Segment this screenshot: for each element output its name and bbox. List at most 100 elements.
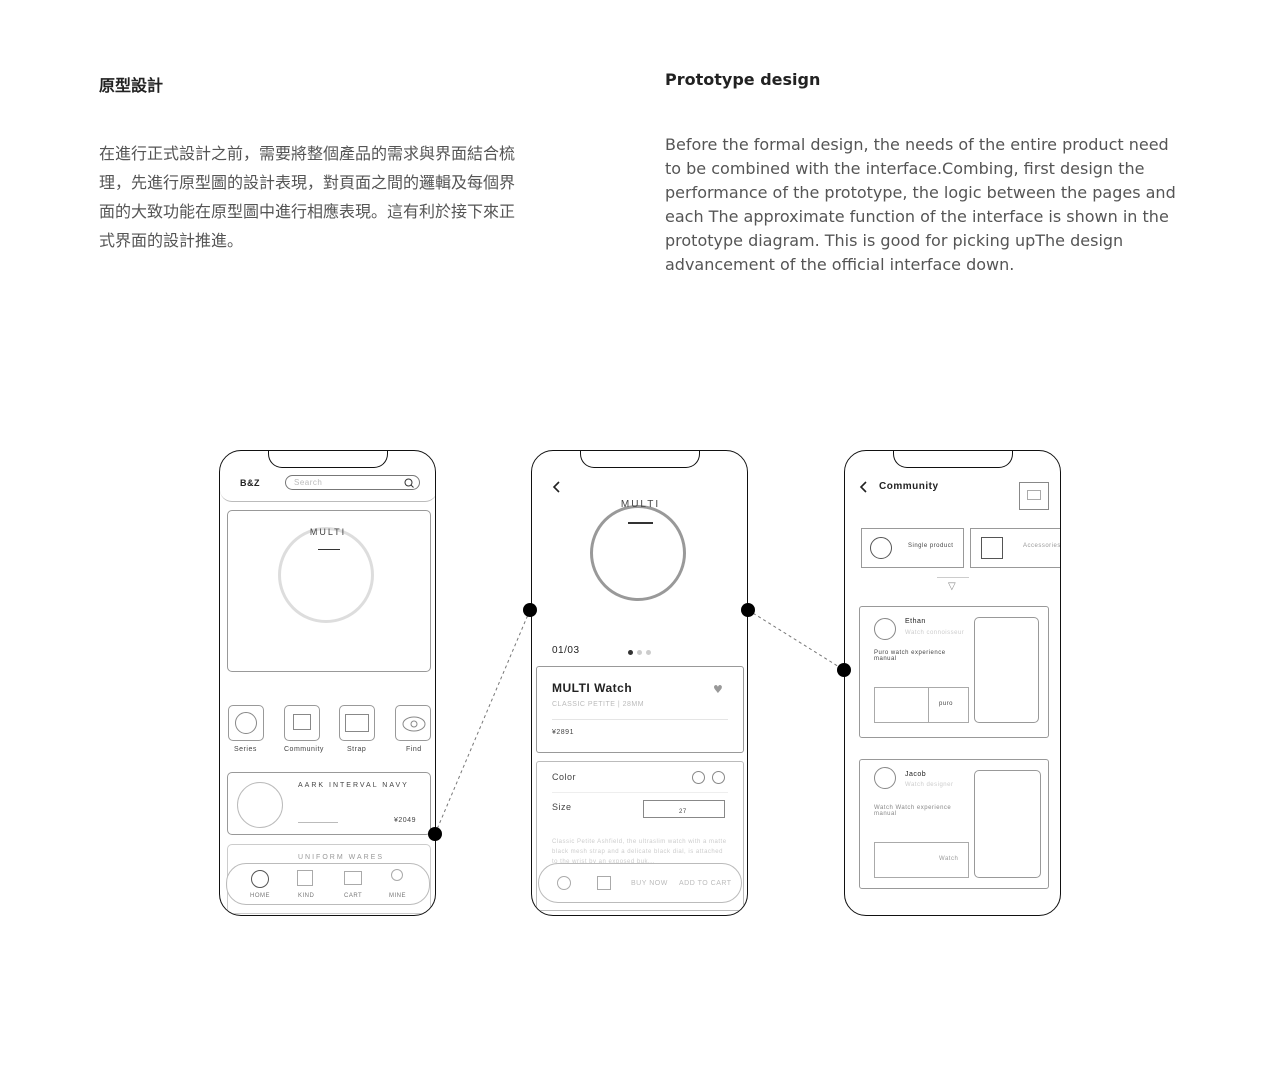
connector-dot xyxy=(837,663,851,677)
tab-label-cart: CART xyxy=(344,893,363,899)
filter-label: Single product xyxy=(908,543,954,549)
search-icon xyxy=(404,478,414,488)
hero-dash xyxy=(628,522,653,524)
divider xyxy=(552,719,728,720)
product-card-1[interactable]: AARK INTERVAL NAVY ¥2049 xyxy=(227,772,431,835)
product-name: MULTI Watch xyxy=(552,681,633,695)
bottom-tab-bar: HOME KIND CART MINE xyxy=(226,863,430,905)
compose-button[interactable] xyxy=(1019,482,1049,510)
author-name: Jacob xyxy=(905,771,927,778)
post-card-1[interactable]: Ethan Watch connoisseur Puro watch exper… xyxy=(859,606,1049,738)
phone-detail-screen: MULTI 01/03 MULTI Watch ♥ CLASSIC PETITE… xyxy=(531,450,748,916)
product-name: UNIFORM WARES xyxy=(298,854,385,861)
post-text: Watch Watch experience manual xyxy=(874,805,952,817)
strap-icon xyxy=(981,537,1003,559)
connector-dot xyxy=(523,603,537,617)
connector-dot xyxy=(741,603,755,617)
category-series[interactable] xyxy=(228,705,264,741)
phone-notch xyxy=(892,451,1013,468)
community-icon xyxy=(293,714,311,730)
pager-dot-active xyxy=(628,650,633,655)
filter-single-product[interactable]: Single product xyxy=(861,528,964,568)
add-to-cart-button[interactable]: ADD TO CART xyxy=(679,880,732,887)
author-name: Ethan xyxy=(905,618,926,625)
color-swatch[interactable] xyxy=(692,771,705,784)
post-text: Puro watch experience manual xyxy=(874,650,946,662)
product-subtitle: CLASSIC PETITE | 28MM xyxy=(552,701,645,708)
series-icon xyxy=(235,712,257,734)
category-community[interactable] xyxy=(284,705,320,741)
page-title: Community xyxy=(879,481,939,492)
post-tag: puro xyxy=(939,701,954,707)
category-label-strap: Strap xyxy=(347,746,367,753)
divider xyxy=(937,577,969,578)
tab-label-home: HOME xyxy=(250,893,270,899)
triangle-down-icon[interactable]: ▽ xyxy=(948,581,956,592)
product-thumb xyxy=(237,782,283,828)
color-swatch[interactable] xyxy=(712,771,725,784)
product-description: Classic Petite Ashfield, the ultraslim w… xyxy=(552,839,727,865)
connector-dot xyxy=(428,827,442,841)
search-placeholder: Search xyxy=(294,478,323,487)
section-title-en: Prototype design xyxy=(665,70,821,89)
category-find[interactable] xyxy=(395,705,431,741)
category-row: Series Community Strap Find xyxy=(228,705,434,755)
hero-label: MULTI xyxy=(620,499,661,510)
banner-card[interactable]: MULTI xyxy=(227,510,431,672)
post-card-2[interactable]: Jacob Watch designer Watch Watch experie… xyxy=(859,759,1049,889)
size-value: 27 xyxy=(679,809,687,815)
pager-text: 01/03 xyxy=(552,645,580,656)
watch-illustration xyxy=(590,505,686,601)
kind-icon[interactable] xyxy=(297,870,313,886)
phone-notch xyxy=(267,451,388,468)
home-icon[interactable] xyxy=(251,870,269,888)
category-label-series: Series xyxy=(234,746,257,753)
back-icon[interactable] xyxy=(859,481,869,493)
support-icon[interactable] xyxy=(557,876,571,890)
back-icon[interactable] xyxy=(552,481,562,493)
product-name: AARK INTERVAL NAVY xyxy=(298,782,409,789)
author-role: Watch connoisseur xyxy=(905,630,965,636)
divider xyxy=(928,688,929,722)
tab-label-mine: MINE xyxy=(389,893,406,899)
strap-icon xyxy=(345,714,369,732)
action-bar: BUY NOW ADD TO CART xyxy=(538,863,742,903)
phone-notch xyxy=(579,451,700,468)
color-label: Color xyxy=(552,772,577,782)
compose-icon xyxy=(1027,490,1041,500)
author-role: Watch designer xyxy=(905,782,954,788)
section-body-zh: 在進行正式設計之前，需要將整個產品的需求與界面結合梳理，先進行原型圖的設計表現，… xyxy=(99,144,516,250)
search-input[interactable]: Search xyxy=(285,475,420,490)
pager-dot xyxy=(637,650,642,655)
watch-icon xyxy=(870,537,892,559)
post-tag-box: Watch xyxy=(874,842,969,878)
post-image xyxy=(974,770,1041,878)
category-strap[interactable] xyxy=(339,705,375,741)
divider xyxy=(298,822,338,823)
heart-icon[interactable]: ♥ xyxy=(713,683,723,696)
post-tag-box: puro xyxy=(874,687,969,723)
filter-label: Accessories xyxy=(1023,543,1061,549)
buy-now-button[interactable]: BUY NOW xyxy=(631,880,668,887)
tab-label-kind: KIND xyxy=(298,893,315,899)
avatar xyxy=(874,618,896,640)
phone-home-screen: B&Z Search MULTI Series Community Strap … xyxy=(219,450,436,916)
cart-icon[interactable] xyxy=(344,871,362,885)
section-body-en: Before the formal design, the needs of t… xyxy=(665,135,1176,274)
post-tag: Watch xyxy=(939,856,959,862)
section-title-zh: 原型設計 xyxy=(99,76,164,95)
header-bar xyxy=(220,488,435,502)
banner-label: MULTI xyxy=(309,527,347,537)
cart-icon[interactable] xyxy=(597,876,611,890)
product-info-card: MULTI Watch ♥ CLASSIC PETITE | 28MM ¥289… xyxy=(536,666,744,753)
avatar xyxy=(874,767,896,789)
banner-dash xyxy=(318,549,340,550)
category-label-find: Find xyxy=(406,746,422,753)
pager-dot xyxy=(646,650,651,655)
mine-icon[interactable] xyxy=(391,869,403,881)
post-image xyxy=(974,617,1039,723)
product-price: ¥2891 xyxy=(552,729,574,736)
size-slider[interactable]: 27 xyxy=(643,800,725,818)
filter-accessories[interactable]: Accessories xyxy=(970,528,1061,568)
